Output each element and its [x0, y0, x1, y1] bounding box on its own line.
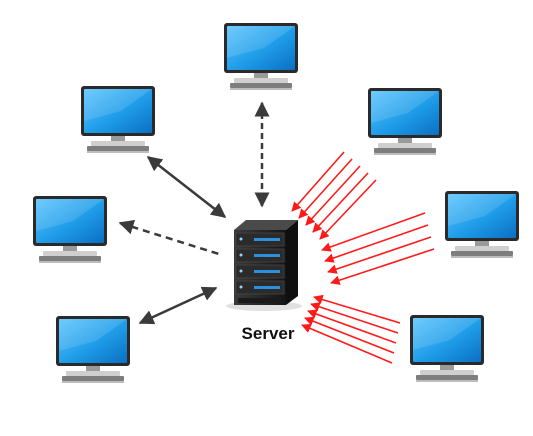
computer-upper-left-icon	[81, 86, 155, 153]
computer-middle-left-icon	[33, 196, 107, 263]
link-lower-left	[138, 286, 218, 325]
link-middle-left	[118, 219, 223, 257]
computer-upper-right-icon	[368, 88, 442, 155]
server-label: Server	[241, 324, 295, 343]
server-rack-icon	[226, 220, 302, 311]
link-upper-left	[146, 156, 227, 218]
attack-arrows-middle-right	[321, 212, 435, 285]
attack-arrows-lower-right	[301, 294, 401, 364]
computer-middle-right-icon	[445, 191, 519, 258]
computer-lower-left-icon	[56, 316, 130, 383]
computer-lower-right-icon	[410, 315, 484, 382]
computer-top-icon	[224, 23, 298, 90]
attack-arrows-upper-right	[291, 151, 377, 240]
